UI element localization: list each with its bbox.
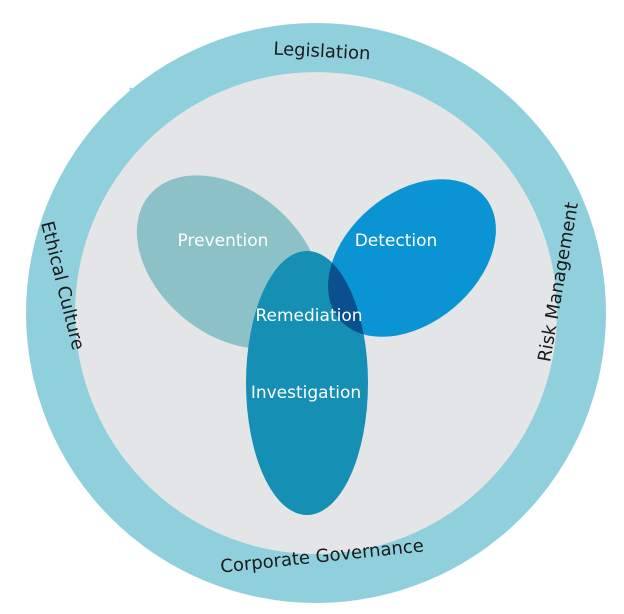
petal-detection (328, 179, 496, 337)
ring-divider-top-left (129, 87, 168, 124)
petal-investigation (246, 251, 368, 515)
label-prevention: Prevention (178, 231, 269, 251)
label-detection: Detection (355, 231, 438, 251)
label-investigation: Investigation (251, 383, 361, 403)
ring-label-legislation: Legislation (273, 38, 371, 64)
label-remediation: Remediation (255, 306, 362, 326)
